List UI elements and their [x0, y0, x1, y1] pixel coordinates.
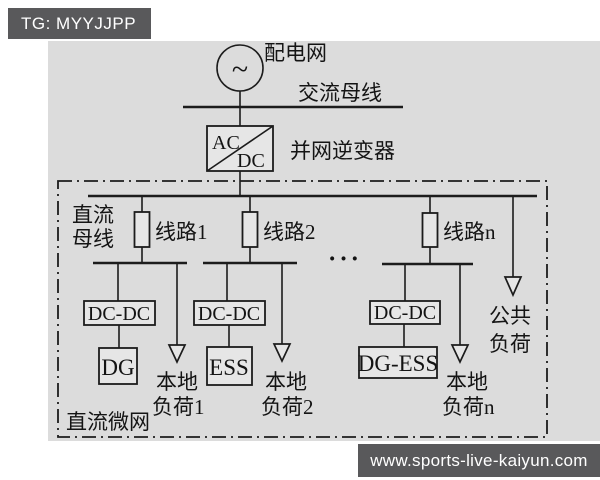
watermark-top-left: TG: MYYJJPP [8, 8, 151, 39]
branch-1-line-impedance [133, 211, 151, 248]
branch-n-load-label1: 本地 [446, 370, 488, 394]
branch-2-line-impedance [241, 211, 259, 248]
ac-bus: 交流母线 [183, 81, 403, 109]
inverter-label: 并网逆变器 [290, 139, 395, 163]
watermark-bottom-right: www.sports-live-kaiyun.com [358, 444, 600, 477]
watermark-top-left-text: TG: MYYJJPP [21, 13, 137, 33]
public-load-label1: 公共 [489, 304, 531, 328]
public-load-label2: 负荷 [489, 332, 531, 356]
branch-2: 线路2 DC-DC ESS 本地 负荷2 [193, 196, 316, 419]
dc-bus-label-line2: 母线 [72, 227, 114, 251]
branches-ellipsis: ··· [328, 246, 362, 273]
public-load-arrow-icon [503, 276, 523, 298]
branch-n-dcdc-box [369, 300, 441, 325]
branch-1-load-label1: 本地 [156, 370, 198, 394]
ac-bus-label: 交流母线 [298, 81, 382, 105]
microgrid-boundary [57, 180, 548, 438]
branch-n-dcdc-text: DC-DC [374, 302, 436, 324]
watermark-bottom-right-text: www.sports-live-kaiyun.com [370, 450, 588, 470]
inverter-diagonal [206, 125, 274, 172]
branch-n-load-label2: 负荷n [442, 395, 495, 419]
branch-1-load-label2: 负荷1 [152, 395, 205, 419]
grid-inverter: AC DC 并网逆变器 [206, 125, 395, 196]
branch-2-device-box [206, 346, 253, 386]
branch-n-line-label: 线路n [443, 220, 496, 244]
branch-1-dcdc-text: DC-DC [88, 303, 150, 325]
branch-1-load-arrow-icon [167, 344, 187, 364]
branch-n: 线路n DC-DC DG-ESS 本地 负荷n [358, 196, 496, 419]
dc-bus: 直流 母线 [72, 194, 537, 251]
branch-2-dcdc-text: DC-DC [198, 303, 260, 325]
branch-2-load-label2: 负荷2 [261, 395, 314, 419]
branch-1-device-box [98, 347, 138, 385]
branch-n-device-box [358, 346, 438, 379]
branch-2-dcdc-box [193, 300, 266, 326]
branch-2-device-text: ESS [209, 355, 249, 380]
ac-source-tilde: ~ [232, 53, 248, 86]
microgrid-label: 直流微网 [66, 410, 150, 434]
branch-n-device-text: DG-ESS [358, 351, 439, 376]
branch-n-load-arrow-icon [450, 344, 470, 364]
branch-2-line-label: 线路2 [263, 220, 316, 244]
inverter-dc-text: DC [237, 150, 265, 172]
branch-1-line-label: 线路1 [155, 220, 208, 244]
branch-1-device-text: DG [101, 355, 134, 380]
grid-label: 配电网 [264, 41, 327, 65]
dc-bus-label-line1: 直流 [72, 203, 114, 227]
branch-2-load-arrow-icon [272, 343, 292, 363]
branch-1: 线路1 DC-DC DG 本地 负荷1 [83, 196, 208, 419]
public-load: 公共 负荷 [489, 196, 531, 356]
inverter-ac-text: AC [212, 132, 240, 154]
branch-2-load-label1: 本地 [265, 370, 307, 394]
branch-n-line-impedance [421, 212, 439, 248]
ac-grid-source: ~ 配电网 [216, 41, 327, 126]
